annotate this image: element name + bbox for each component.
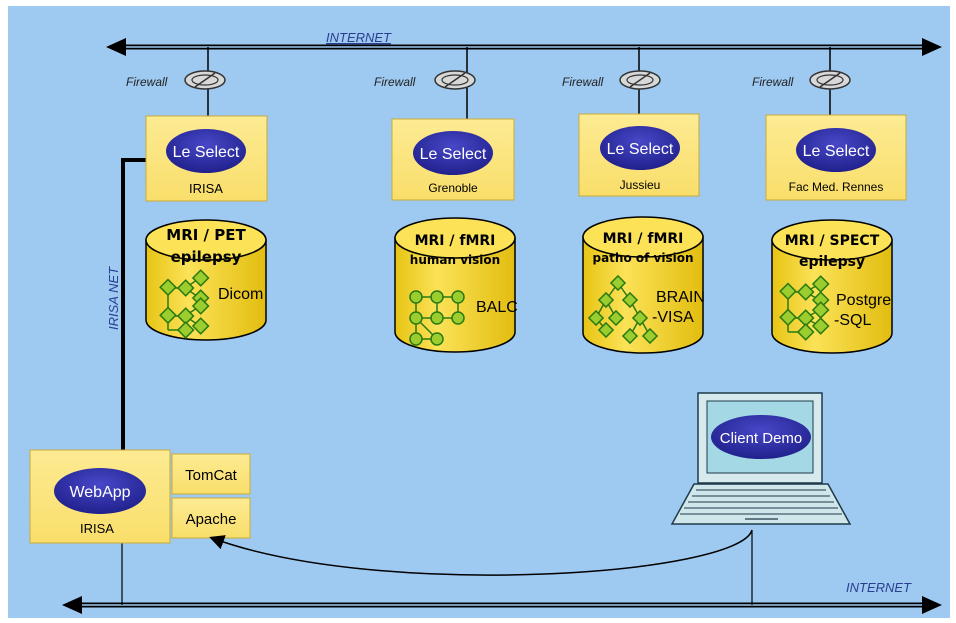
site-name: Grenoble xyxy=(428,181,478,195)
client-demo-label: Client Demo xyxy=(720,430,803,447)
le-select-oval xyxy=(600,126,680,170)
webapp-label: WebApp xyxy=(69,484,130,501)
db-topic: epilepsy xyxy=(799,254,865,270)
database-cylinder xyxy=(582,216,704,354)
le-select-oval xyxy=(166,129,246,173)
firewall-label: Firewall xyxy=(752,75,794,89)
webapp-site: IRISA xyxy=(80,521,114,536)
db-modality: MRI / fMRI xyxy=(603,231,684,247)
db-format: -SQL xyxy=(834,312,871,329)
internet-backbone-top xyxy=(106,38,942,56)
le-select-oval xyxy=(413,131,493,175)
firewall-label: Firewall xyxy=(562,75,604,89)
db-topic: epilepsy xyxy=(171,248,242,266)
client-laptop: Client Demo xyxy=(209,392,852,605)
db-format: Postgre xyxy=(836,292,891,309)
db-format: BALC xyxy=(476,299,518,316)
site-jussieu: Firewall Le Select Jussieu MRI / fMRI pa… xyxy=(562,47,705,354)
database-cylinder xyxy=(771,219,893,354)
firewall-label: Firewall xyxy=(374,75,416,89)
site-irisa: Firewall Le Select IRISA MRI / PET epile… xyxy=(126,47,268,341)
schema-graph-icon xyxy=(159,269,210,339)
tomcat-box xyxy=(171,453,251,495)
schema-graph-icon xyxy=(409,290,465,346)
webapp-block: WebApp IRISA TomCat Apache xyxy=(29,449,251,605)
firewall-icon xyxy=(434,70,476,90)
site-name: Fac Med. Rennes xyxy=(789,180,884,194)
le-select-label: Le Select xyxy=(607,141,674,158)
le-select-label: Le Select xyxy=(173,144,240,161)
tree-graph-icon xyxy=(587,274,659,345)
site-name: IRISA xyxy=(189,181,223,196)
db-format: Dicom xyxy=(218,286,263,303)
firewall-icon xyxy=(809,70,851,90)
firewall-icon xyxy=(619,70,661,90)
internet-label-bottom: INTERNET xyxy=(846,580,912,595)
le-select-label: Le Select xyxy=(420,146,487,163)
irisa-net-label: IRISA NET xyxy=(106,266,121,330)
db-format: BRAIN xyxy=(656,289,705,306)
site-grenoble: Firewall Le Select Grenoble MRI / fMRI h… xyxy=(374,47,518,353)
schema-graph-icon xyxy=(779,275,830,341)
db-modality: MRI / PET xyxy=(166,226,246,244)
db-modality: MRI / fMRI xyxy=(415,233,496,249)
keyboard-keys xyxy=(680,489,842,515)
site-name: Jussieu xyxy=(620,178,661,192)
db-topic: patho of vision xyxy=(592,251,693,265)
webapp-oval xyxy=(54,468,146,514)
internet-backbone-bottom xyxy=(62,596,942,614)
firewall-label: Firewall xyxy=(126,75,168,89)
site-rennes: Firewall Le Select Fac Med. Rennes MRI /… xyxy=(752,47,907,354)
tomcat-label: TomCat xyxy=(185,467,238,484)
client-request-arrow xyxy=(209,529,753,576)
le-select-oval xyxy=(796,128,876,172)
db-topic: human vision xyxy=(410,253,500,267)
db-modality: MRI / SPECT xyxy=(785,233,880,249)
apache-label: Apache xyxy=(186,511,237,528)
le-select-label: Le Select xyxy=(803,143,870,160)
db-format: -VISA xyxy=(652,309,694,326)
client-demo-oval xyxy=(711,415,811,459)
irisa-net-link xyxy=(121,158,146,452)
firewall-icon xyxy=(184,70,226,90)
internet-label-top: INTERNET xyxy=(326,30,392,45)
